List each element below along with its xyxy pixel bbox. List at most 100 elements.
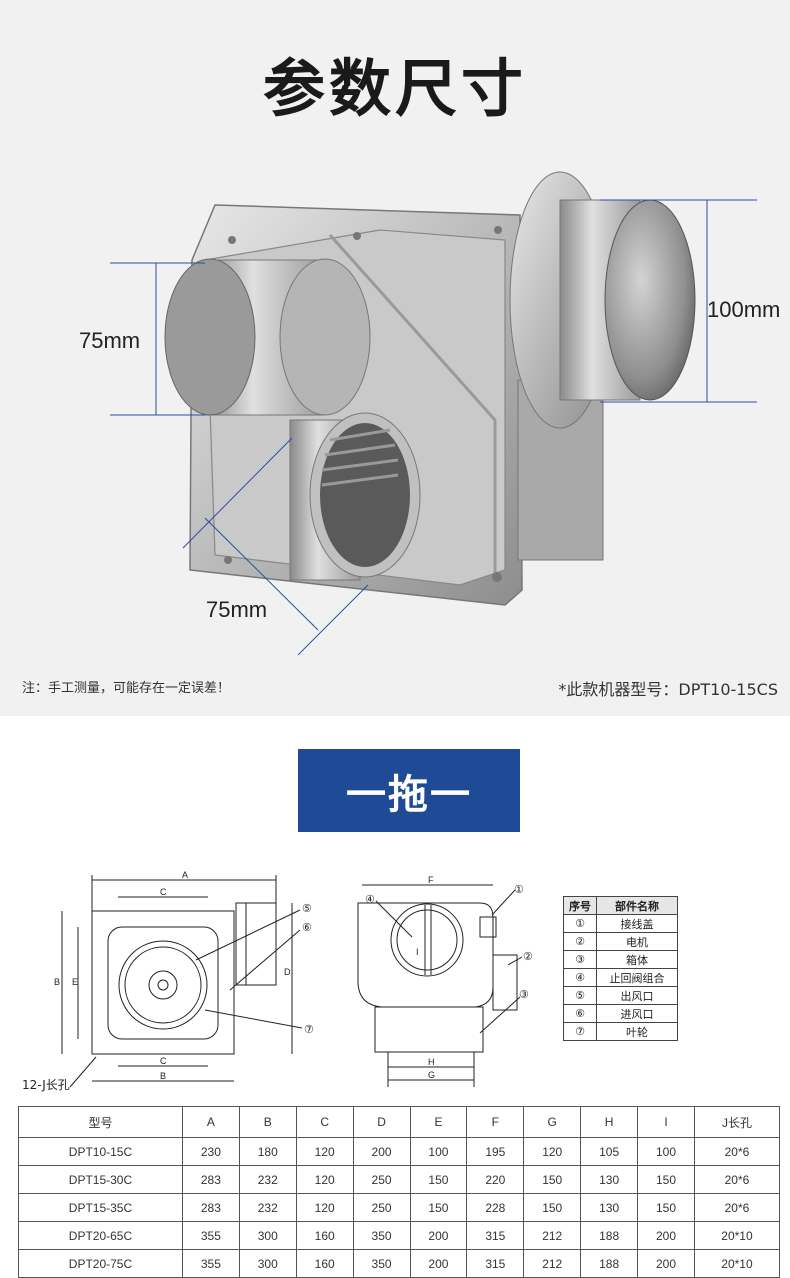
- spec-header-cell: A: [181, 1106, 240, 1138]
- part-name: 出风口: [596, 986, 678, 1005]
- spec-value-cell: 100: [409, 1137, 468, 1166]
- part-number: ③: [563, 950, 597, 969]
- spec-value-cell: 150: [409, 1193, 468, 1222]
- spec-value-cell: 120: [523, 1137, 582, 1166]
- spec-value-cell: 300: [238, 1221, 297, 1250]
- spec-header-row: 型号 A B C D E F G H I J长孔: [18, 1106, 781, 1138]
- spec-value-cell: 180: [238, 1137, 297, 1166]
- spec-header-cell: C: [295, 1106, 354, 1138]
- spec-header-cell: 型号: [18, 1106, 183, 1138]
- spec-model-cell: DPT20-75C: [18, 1249, 183, 1278]
- spec-value-cell: 232: [238, 1165, 297, 1194]
- spec-header-cell: I: [637, 1106, 695, 1138]
- spec-model-cell: DPT15-35C: [18, 1193, 183, 1222]
- spec-value-cell: 20*10: [693, 1249, 781, 1278]
- left-inlet: [164, 258, 256, 416]
- spec-value-cell: 232: [238, 1193, 297, 1222]
- part-number: ⑦: [563, 1022, 597, 1041]
- part-name: 电机: [596, 932, 678, 951]
- dim-d-label: D: [284, 967, 291, 977]
- section-banner: 一拖一: [298, 749, 520, 832]
- spec-value-cell: 200: [352, 1137, 411, 1166]
- callout-5: ⑤: [302, 903, 312, 915]
- page-title: 参数尺寸: [262, 52, 527, 125]
- spec-value-cell: 150: [637, 1165, 695, 1194]
- front-view-box: [91, 910, 235, 1055]
- product-photo-section: 参数尺寸: [0, 0, 790, 716]
- part-number: ①: [563, 914, 597, 933]
- spec-header-cell: J长孔: [693, 1106, 781, 1138]
- outlet-dimension: 100mm: [707, 297, 781, 322]
- spec-value-cell: 130: [580, 1165, 639, 1194]
- spec-value-cell: 220: [466, 1165, 525, 1194]
- part-number: ⑥: [563, 1004, 597, 1023]
- spec-value-cell: 120: [295, 1193, 354, 1222]
- spec-header-cell: D: [352, 1106, 411, 1138]
- outlet-dome: [604, 199, 696, 401]
- dim-b-label: B: [54, 977, 60, 987]
- dim-f-label: F: [428, 875, 434, 885]
- spec-model-cell: DPT20-65C: [18, 1221, 183, 1250]
- dim-b2-label: B: [160, 1071, 166, 1081]
- part-number: ②: [563, 932, 597, 951]
- part-name: 叶轮: [596, 1022, 678, 1041]
- callout-6: ⑥: [302, 922, 312, 934]
- part-number: ④: [563, 968, 597, 987]
- spec-value-cell: 212: [523, 1249, 582, 1278]
- spec-value-cell: 350: [352, 1221, 411, 1250]
- spec-model-cell: DPT15-30C: [18, 1165, 183, 1194]
- spec-value-cell: 283: [181, 1193, 240, 1222]
- part-name: 箱体: [596, 950, 678, 969]
- spec-value-cell: 20*6: [693, 1137, 781, 1166]
- model-note: *此款机器型号：DPT10-15CS: [558, 680, 778, 699]
- dim-g-label: G: [428, 1070, 435, 1080]
- spec-value-cell: 283: [181, 1165, 240, 1194]
- spec-value-cell: 200: [409, 1221, 468, 1250]
- spec-value-cell: 105: [580, 1137, 639, 1166]
- spec-value-cell: 250: [352, 1165, 411, 1194]
- spec-value-cell: 188: [580, 1249, 639, 1278]
- spec-value-cell: 200: [409, 1249, 468, 1278]
- callout-3: ③: [519, 989, 529, 1001]
- fan-illustration: [110, 171, 757, 656]
- callout-7: ⑦: [304, 1024, 314, 1036]
- side-view-body: [357, 902, 494, 1008]
- housing-diagonal: [328, 234, 497, 575]
- spec-value-cell: 150: [523, 1193, 582, 1222]
- spec-header-cell: B: [238, 1106, 297, 1138]
- measurement-note: 注：手工测量，可能存在一定误差！: [22, 681, 231, 696]
- spec-value-cell: 20*10: [693, 1221, 781, 1250]
- spec-header-cell: F: [466, 1106, 525, 1138]
- spec-value-cell: 228: [466, 1193, 525, 1222]
- part-name: 接线盖: [596, 914, 678, 933]
- spec-header-cell: H: [580, 1106, 639, 1138]
- spec-value-cell: 200: [637, 1221, 695, 1250]
- spec-value-cell: 150: [523, 1165, 582, 1194]
- dim-i-label: I: [416, 947, 419, 957]
- part-number: ⑤: [563, 986, 597, 1005]
- left-inlet-dimension: 75mm: [79, 328, 141, 353]
- spec-value-cell: 250: [352, 1193, 411, 1222]
- spec-header-cell: E: [409, 1106, 468, 1138]
- spec-value-cell: 315: [466, 1249, 525, 1278]
- spec-value-cell: 120: [295, 1165, 354, 1194]
- spec-header-cell: G: [523, 1106, 582, 1138]
- parts-header-cell: 部件名称: [596, 896, 678, 915]
- spec-model-cell: DPT10-15C: [18, 1137, 183, 1166]
- callout-4: ④: [365, 894, 375, 906]
- dim-h-label: H: [428, 1057, 435, 1067]
- spec-value-cell: 120: [295, 1137, 354, 1166]
- parts-header-cell: 序号: [563, 896, 597, 915]
- spec-value-cell: 188: [580, 1221, 639, 1250]
- spec-value-cell: 150: [637, 1193, 695, 1222]
- spec-value-cell: 200: [637, 1249, 695, 1278]
